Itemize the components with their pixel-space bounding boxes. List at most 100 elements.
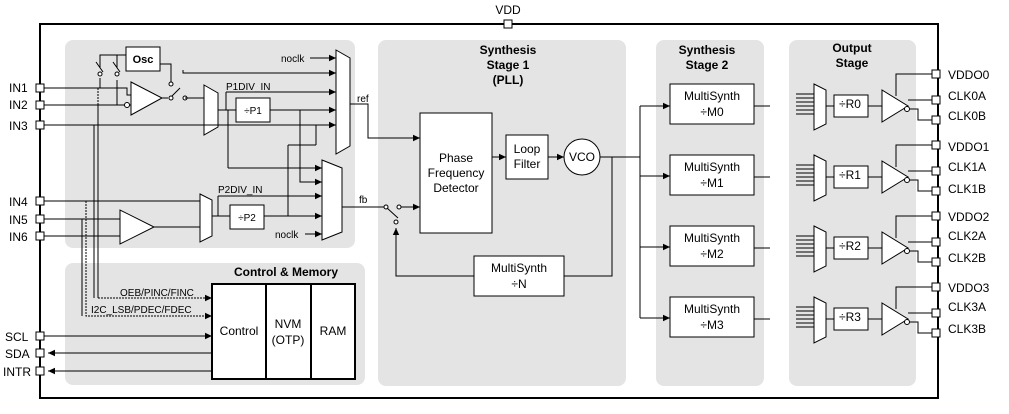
pin-scl-pad bbox=[35, 331, 45, 341]
pin-in1-pad bbox=[35, 83, 45, 93]
output-stage-panel bbox=[789, 40, 916, 386]
driver-bubble-3 bbox=[904, 319, 910, 325]
vdd-pin bbox=[503, 19, 513, 29]
output-driver-0 bbox=[881, 89, 909, 123]
stage2: Synthesis Stage 2 MultiSynth ÷M0 MultiSy… bbox=[639, 43, 755, 338]
vddo-wire-1 bbox=[895, 144, 934, 167]
r1-label: ÷R1 bbox=[839, 168, 861, 182]
pin-in5: IN5 bbox=[9, 213, 28, 227]
vco-label: VCO bbox=[569, 150, 595, 164]
pin-clk1b: CLK1B bbox=[948, 182, 986, 196]
loop-filter-block bbox=[505, 134, 549, 180]
nvm-block bbox=[265, 283, 312, 380]
multisynth-m1-block bbox=[669, 154, 755, 196]
vddo1-pad bbox=[931, 140, 941, 150]
pin-intr: INTR bbox=[3, 365, 31, 379]
clkb-wire-1 bbox=[904, 179, 934, 192]
vddo3-pad bbox=[931, 282, 941, 292]
pin-clk0b: CLK0B bbox=[948, 109, 986, 123]
pin-clk3b: CLK3B bbox=[948, 322, 986, 336]
pin-vddo1: VDDO1 bbox=[948, 140, 990, 154]
pin-clk2b: CLK2B bbox=[948, 251, 986, 265]
multisynth-m2-label-2: ÷M2 bbox=[700, 247, 724, 261]
p2-label: ÷P2 bbox=[238, 213, 256, 224]
pfd-block bbox=[419, 112, 493, 234]
multisynth-m1-label-2: ÷M1 bbox=[700, 176, 724, 190]
input-section: Osc ÷P1 P1DIV_IN n bbox=[44, 46, 420, 245]
multisynth-m2-label-1: MultiSynth bbox=[684, 231, 740, 245]
r0-label: ÷R0 bbox=[839, 97, 861, 111]
output-pins: VDDO0 CLK0A CLK0B VDDO1 CLK1A CLK1B VDDO… bbox=[948, 68, 990, 336]
multisynth-m3-label-1: MultiSynth bbox=[684, 302, 740, 316]
pin-in3: IN3 bbox=[9, 119, 28, 133]
osc-block bbox=[125, 46, 161, 72]
multisynth-m1-label-1: MultiSynth bbox=[684, 160, 740, 174]
pin-in4-pad bbox=[35, 196, 45, 206]
clkb-wire-3 bbox=[904, 321, 934, 334]
pin-scl: SCL bbox=[5, 330, 29, 344]
pin-in1: IN1 bbox=[9, 81, 28, 95]
loop-filter-label-1: Loop bbox=[514, 142, 541, 156]
input-mux-2 bbox=[199, 193, 213, 243]
pin-sda-pad bbox=[35, 348, 45, 358]
pin-vddo0: VDDO0 bbox=[948, 68, 990, 82]
pin-intr-pad bbox=[35, 366, 45, 376]
pin-clk2a: CLK2A bbox=[948, 229, 986, 243]
r2-label: ÷R2 bbox=[839, 239, 861, 253]
pin-clk0a: CLK0A bbox=[948, 89, 986, 103]
stage1-title-1: Synthesis bbox=[480, 43, 537, 57]
vddo0-pad bbox=[931, 69, 941, 79]
multisynth-n-label-2: ÷N bbox=[511, 277, 526, 291]
multisynth-m0-label-1: MultiSynth bbox=[684, 89, 740, 103]
control-memory: Control & Memory Control NVM (OTP) RAM O… bbox=[44, 88, 356, 380]
pin-in3-pad bbox=[35, 120, 45, 130]
osc-label: Osc bbox=[133, 54, 154, 66]
clkb-wire-2 bbox=[904, 250, 934, 263]
nvm-label-2: (OTP) bbox=[272, 333, 305, 347]
p1-divider bbox=[235, 97, 271, 123]
i2c-label: I2C_LSB/PDEC/FDEC bbox=[91, 305, 192, 316]
output-driver-1 bbox=[881, 160, 909, 194]
clk0b-pad bbox=[931, 115, 941, 125]
multisynth-n-label-1: MultiSynth bbox=[491, 261, 547, 275]
pin-in2: IN2 bbox=[9, 98, 28, 112]
input-mux-1 bbox=[203, 84, 219, 136]
stage2-title-1: Synthesis bbox=[679, 43, 736, 57]
pin-vddo3: VDDO3 bbox=[948, 281, 990, 295]
stage1-title-2: Stage 1 bbox=[487, 58, 530, 72]
output-mux-2 bbox=[813, 225, 827, 273]
input-amp-2 bbox=[119, 209, 156, 245]
stage1-panel bbox=[378, 40, 626, 386]
multisynth-m2-block bbox=[669, 225, 755, 267]
fb-label: fb bbox=[359, 195, 368, 206]
output-channels bbox=[754, 69, 941, 344]
stage1-title-3: (PLL) bbox=[493, 73, 524, 87]
clk0a-pad bbox=[931, 95, 941, 105]
clk2a-pad bbox=[931, 237, 941, 247]
driver-bubble-2 bbox=[904, 248, 910, 254]
pfd-label-3: Detector bbox=[433, 181, 478, 195]
pin-in5-pad bbox=[35, 214, 45, 224]
vddo-wire-3 bbox=[895, 286, 934, 309]
control-block bbox=[211, 283, 267, 380]
pin-in6-pad bbox=[35, 231, 45, 241]
output-mux-3 bbox=[813, 296, 827, 344]
multisynth-m3-label-2: ÷M3 bbox=[700, 318, 724, 332]
clk3b-pad bbox=[931, 328, 941, 338]
multisynth-m3-block bbox=[669, 296, 755, 338]
control-memory-title: Control & Memory bbox=[234, 265, 338, 279]
noclk-bottom-label: noclk bbox=[275, 230, 299, 241]
ref-mux bbox=[335, 49, 351, 155]
pin-clk3a: CLK3A bbox=[948, 300, 986, 314]
input-pins: IN1 IN2 IN3 IN4 IN5 IN6 SCL SDA INTR bbox=[3, 81, 45, 379]
vddo2-pad bbox=[931, 211, 941, 221]
pfd-label-1: Phase bbox=[439, 151, 473, 165]
ram-block bbox=[310, 283, 356, 380]
p2-divider bbox=[229, 204, 265, 230]
pin-in4: IN4 bbox=[9, 195, 28, 209]
multisynth-m0-label-2: ÷M0 bbox=[700, 105, 724, 119]
p2div-label: P2DIV_IN bbox=[218, 185, 262, 196]
output-stage: Output Stage ÷R0 ÷R1 ÷R2 ÷R3 bbox=[754, 41, 941, 344]
output-mux-0 bbox=[813, 83, 827, 131]
